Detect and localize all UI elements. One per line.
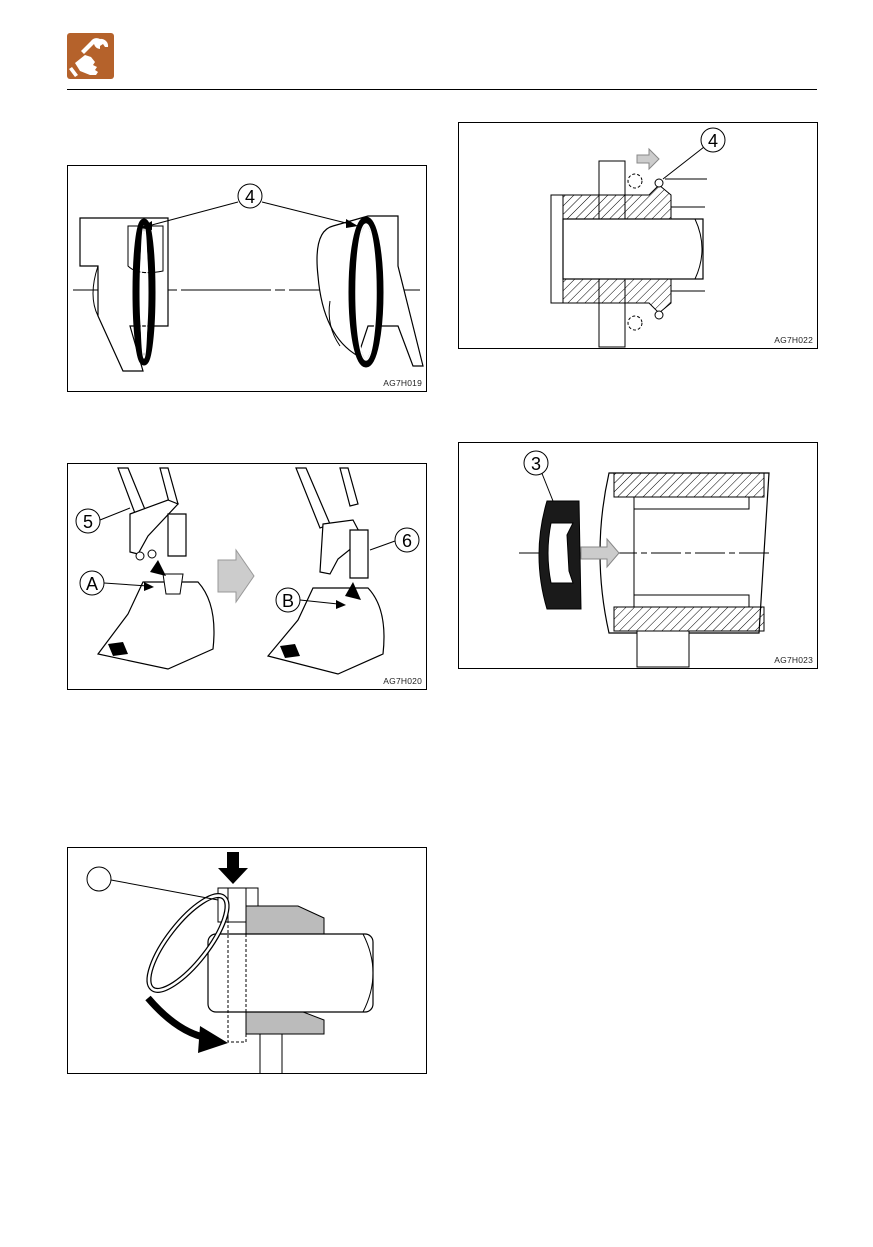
callout-6: 6: [402, 531, 412, 551]
callout-a: A: [86, 574, 98, 594]
callout-4: 4: [708, 131, 718, 151]
figure-ag7h019: 4 AG7H019: [67, 165, 427, 392]
wrench-hand-icon: [67, 33, 114, 79]
callout-b: B: [282, 591, 294, 611]
figure-code: AG7H019: [383, 378, 422, 388]
figure-ring-install: [67, 847, 427, 1074]
figure-ag7h022: 4 AG7H022: [458, 122, 818, 349]
callout-5: 5: [83, 512, 93, 532]
callout-3: 3: [531, 454, 541, 474]
figure-code: AG7H023: [774, 655, 813, 665]
header-rule: [67, 89, 817, 90]
figure-ag7h023: 3 AG7H023: [458, 442, 818, 669]
figure-ag7h020: 5 A 6 B AG7H020: [67, 463, 427, 690]
figure-code: AG7H022: [774, 335, 813, 345]
callout-4: 4: [245, 187, 255, 207]
figure-code: AG7H020: [383, 676, 422, 686]
